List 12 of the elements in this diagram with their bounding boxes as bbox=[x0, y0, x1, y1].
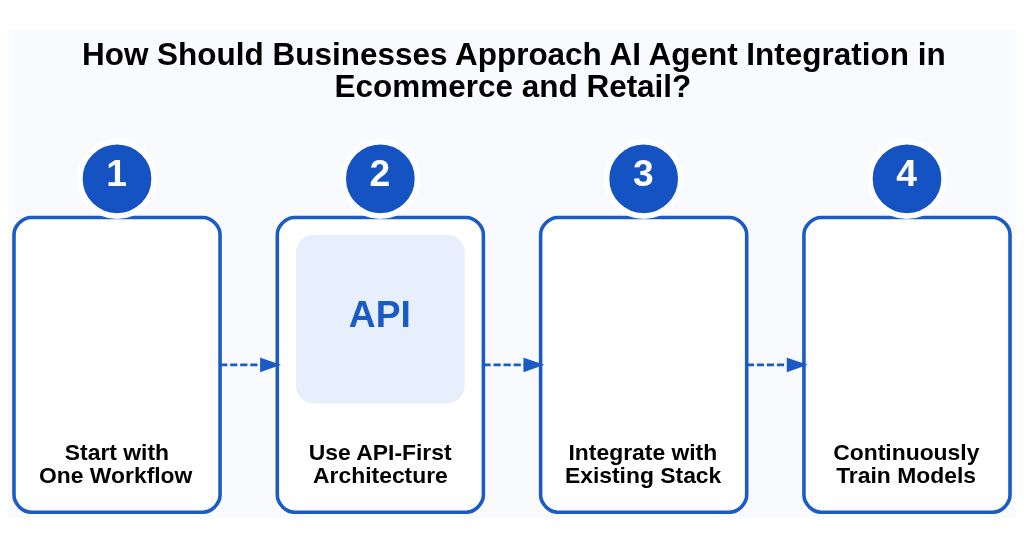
node-box: Integrate with Existing Stack bbox=[538, 215, 749, 515]
node-circle: 3 bbox=[603, 138, 684, 219]
node-box: API Use API-First Architecture bbox=[275, 215, 486, 515]
arrow bbox=[220, 357, 282, 373]
node-box: Start with One Workflow bbox=[12, 215, 222, 515]
node-circle: 2 bbox=[340, 138, 421, 219]
node-box: Continuously Train Models bbox=[802, 215, 1012, 515]
diagram-title: How Should Businesses Approach AI Agent Integration in Ecommerce and Retail? bbox=[81, 37, 946, 104]
node-circle: 4 bbox=[866, 138, 948, 219]
arrow bbox=[483, 357, 545, 373]
node-circle: 1 bbox=[76, 138, 158, 219]
arrow bbox=[746, 357, 808, 373]
